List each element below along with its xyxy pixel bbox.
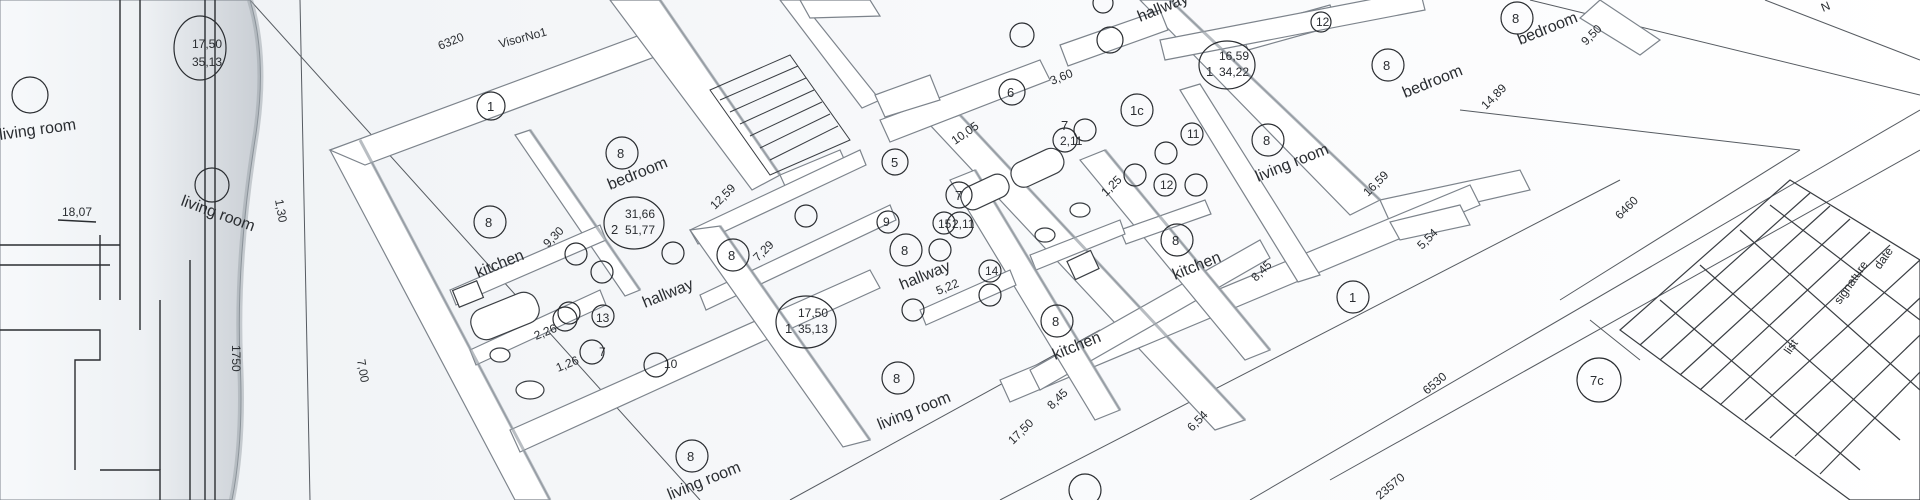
marker-label: 12 xyxy=(1316,15,1330,29)
wall-shading xyxy=(358,0,1382,500)
marker-label: 6 xyxy=(1007,85,1014,100)
marker-label: 9 xyxy=(883,215,890,229)
dim-label: 1,30 xyxy=(272,198,290,224)
room-number: 8 xyxy=(1512,11,1519,26)
room-numbers: 8 8 8 8 8 8 8 8 8 8 8 xyxy=(485,11,1519,464)
room-number: 8 xyxy=(1383,58,1390,73)
roll-vertical-dim: 1750 xyxy=(229,345,243,372)
apt-area-a: 16,59 xyxy=(1219,49,1249,63)
rolled-blueprint: living room living room 18,07 17,50 35,1… xyxy=(0,0,264,500)
room-number: 8 xyxy=(485,215,492,230)
marker-label: 7c xyxy=(1590,373,1604,388)
apt-count: 2 xyxy=(611,222,618,237)
apt-area-a: 2,11 xyxy=(1060,134,1083,148)
roll-area-circle xyxy=(173,15,227,81)
dim-label: 7,00 xyxy=(354,358,372,384)
room-number: 8 xyxy=(1263,133,1270,148)
title-block xyxy=(1619,179,1920,500)
apt-count: 7 xyxy=(1061,118,1068,133)
room-number: 8 xyxy=(728,248,735,263)
marker-label: 15 xyxy=(938,217,952,231)
apt-area-b: 51,77 xyxy=(625,223,655,237)
dimension-lines xyxy=(229,0,1920,500)
apt-count: 7 xyxy=(955,188,962,203)
apt-area-b: 34,22 xyxy=(1219,65,1249,79)
room-number: 8 xyxy=(687,449,694,464)
apt-area-a: 2,11 xyxy=(952,217,975,231)
marker-label: 10 xyxy=(664,357,678,371)
marker-label: 13 xyxy=(596,311,610,325)
marker-label: 12 xyxy=(1160,178,1174,192)
marker-label: 1 xyxy=(1349,290,1356,305)
marker-label: 5 xyxy=(891,155,898,170)
room-number: 8 xyxy=(893,371,900,386)
room-tag-circles xyxy=(473,0,1622,500)
marker-labels: 1 6 5 10 13 7 9 15 14 12 11 1 1c 7c 12 N xyxy=(487,0,1832,388)
stairs xyxy=(709,54,851,176)
apt-area-a: 17,50 xyxy=(798,306,828,320)
roll-area-a: 17,50 xyxy=(192,37,222,51)
room-number: 8 xyxy=(1172,233,1179,248)
apt-area-a: 31,66 xyxy=(625,207,655,221)
apartment-tags: 31,66 51,77 2 17,50 35,13 1 16,59 34,22 … xyxy=(611,49,1249,336)
marker-label: 1c xyxy=(1130,103,1144,118)
marker-label: 11 xyxy=(1187,127,1200,141)
room-number: 8 xyxy=(1052,314,1059,329)
marker-label: 1 xyxy=(487,99,494,114)
room-number: 8 xyxy=(617,146,624,161)
marker-label: N xyxy=(1819,0,1832,15)
roll-dim: 18,07 xyxy=(62,205,92,219)
marker-label: 7 xyxy=(599,345,606,359)
roll-area-b: 35,13 xyxy=(192,55,222,69)
bathroom-fixtures xyxy=(451,147,1100,400)
apt-count: 1 xyxy=(1206,64,1213,79)
apt-area-b: 35,13 xyxy=(798,322,828,336)
apt-count: 1 xyxy=(785,321,792,336)
room-number: 8 xyxy=(901,243,908,258)
marker-label: 14 xyxy=(985,264,999,278)
